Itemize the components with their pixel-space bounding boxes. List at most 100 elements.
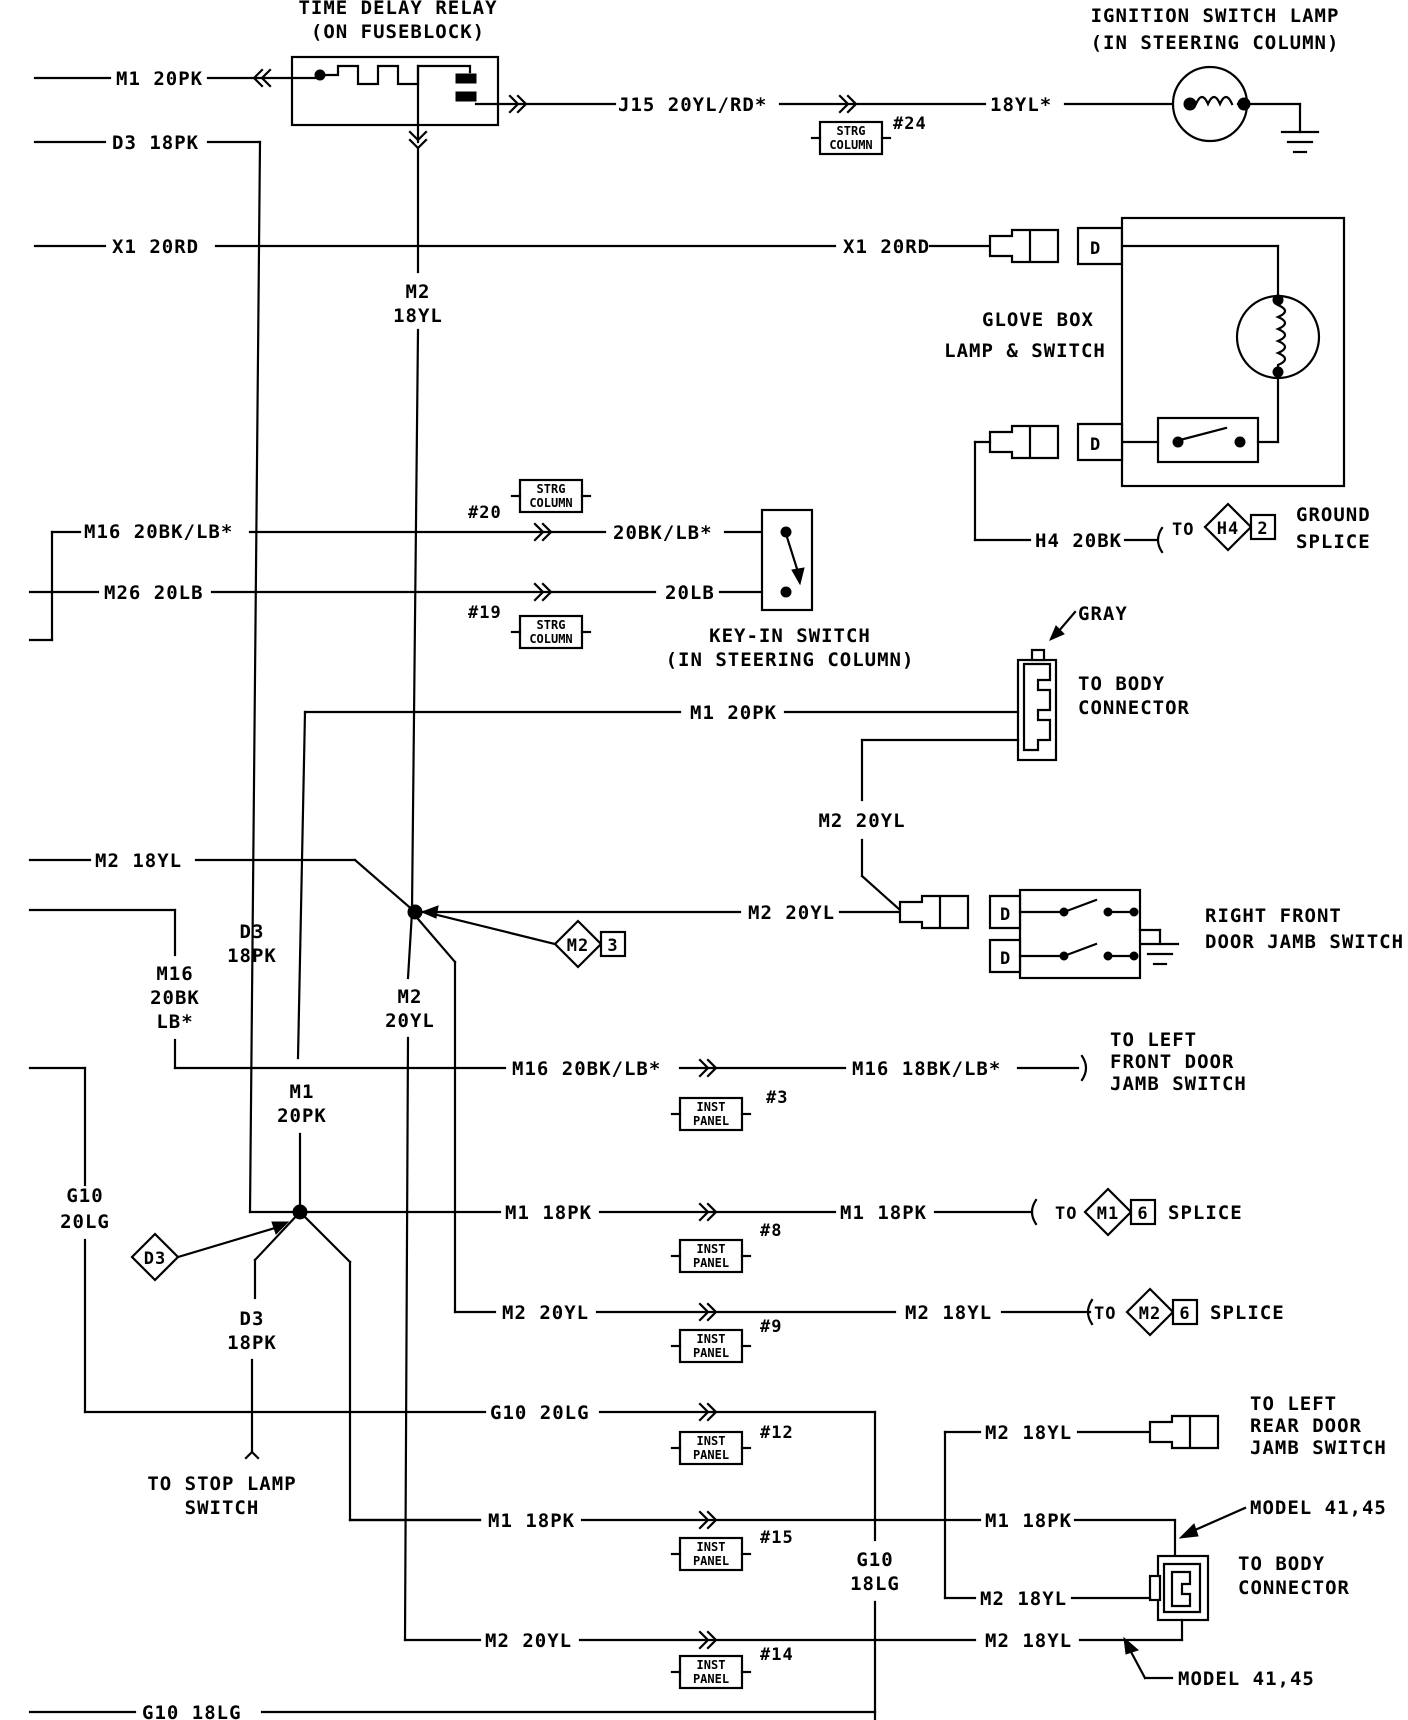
svg-text:CONNECTOR: CONNECTOR: [1238, 1577, 1350, 1599]
svg-text:DOOR JAMB SWITCH: DOOR JAMB SWITCH: [1205, 931, 1404, 953]
svg-text:G10: G10: [856, 1549, 893, 1571]
conn-id-8: #8: [760, 1221, 782, 1241]
svg-text:KEY-IN SWITCH: KEY-IN SWITCH: [709, 625, 871, 647]
svg-text:M2: M2: [398, 986, 423, 1008]
connector-inst-panel-15: INST PANEL #15: [670, 1528, 793, 1572]
svg-text:PANEL: PANEL: [693, 1114, 729, 1128]
svg-text:M2: M2: [1139, 1304, 1161, 1324]
svg-text:COLUMN: COLUMN: [829, 138, 872, 152]
svg-text:TO LEFT: TO LEFT: [1110, 1029, 1197, 1051]
wire-20lb: 20LB: [665, 582, 715, 604]
wire-g10-20lg-h: G10 20LG: [490, 1402, 590, 1424]
wire-m2-18yl-left: M2 18YL: [95, 850, 182, 872]
wire-g10-18lg-left: G10 18LG: [142, 1702, 242, 1720]
svg-text:D: D: [1090, 435, 1101, 455]
svg-text:TO: TO: [1094, 1304, 1116, 1324]
svg-text:INST: INST: [697, 1658, 726, 1672]
svg-text:6: 6: [1137, 1204, 1148, 1224]
svg-text:20LG: 20LG: [60, 1211, 110, 1233]
svg-text:(IN STEERING COLUMN): (IN STEERING COLUMN): [1091, 32, 1340, 54]
wire-m16-20bk-lb-left: M16 20BK/LB*: [84, 521, 233, 543]
conn-id-24: #24: [893, 114, 927, 134]
wire-m1-18pk-a: M1 18PK: [505, 1202, 592, 1224]
body-connector-bottom: TO BODY CONNECTOR: [1148, 1553, 1350, 1622]
svg-text:LB*: LB*: [156, 1011, 193, 1033]
wire-m2-20yl-a: M2 20YL: [502, 1302, 589, 1324]
right-front-door-jamb-switch: D D RIGHT FRONT DOOR JAMB SWITCH: [988, 888, 1404, 980]
wire-m2-18yl-vert-1: M2: [406, 281, 431, 303]
svg-text:STRG: STRG: [537, 618, 566, 632]
svg-text:M2: M2: [567, 936, 589, 956]
svg-text:PANEL: PANEL: [693, 1346, 729, 1360]
svg-text:INST: INST: [697, 1332, 726, 1346]
svg-text:D3: D3: [144, 1249, 166, 1269]
wire-m2-18yl-a: M2 18YL: [905, 1302, 992, 1324]
splice-tag-h4-2: H4 2: [1203, 502, 1277, 552]
svg-text:G10: G10: [66, 1185, 103, 1207]
svg-text:6: 6: [1179, 1304, 1190, 1324]
relay-location: (ON FUSEBLOCK): [311, 21, 485, 43]
conn-id-14: #14: [760, 1645, 794, 1665]
svg-text:PANEL: PANEL: [693, 1672, 729, 1686]
svg-text:GLOVE BOX: GLOVE BOX: [982, 309, 1094, 331]
svg-text:M1: M1: [290, 1081, 315, 1103]
wire-m16-20bk-mid: M16 20BK/LB*: [512, 1058, 661, 1080]
svg-text:COLUMN: COLUMN: [529, 632, 572, 646]
connector-strg-column-19: STRG COLUMN #19: [468, 603, 592, 650]
svg-text:INST: INST: [697, 1540, 726, 1554]
wire-18yl-star: 18YL*: [990, 94, 1052, 116]
svg-text:REAR DOOR: REAR DOOR: [1250, 1415, 1362, 1437]
svg-text:IGNITION SWITCH LAMP: IGNITION SWITCH LAMP: [1091, 5, 1340, 27]
svg-text:20YL: 20YL: [385, 1010, 435, 1032]
svg-text:D: D: [1090, 239, 1101, 259]
wire-x1-20rd-left: X1 20RD: [112, 236, 199, 258]
svg-text:D3: D3: [240, 1308, 265, 1330]
svg-text:CONNECTOR: CONNECTOR: [1078, 697, 1190, 719]
svg-text:3: 3: [607, 936, 618, 956]
svg-text:TO STOP LAMP: TO STOP LAMP: [147, 1473, 296, 1495]
wire-j15: J15 20YL/RD*: [618, 94, 767, 116]
svg-text:(IN STEERING COLUMN): (IN STEERING COLUMN): [666, 649, 915, 671]
wire-m2-18yl-b: M2 18YL: [985, 1630, 1072, 1652]
svg-text:SPLICE: SPLICE: [1168, 1202, 1243, 1224]
conn-id-19: #19: [468, 603, 502, 623]
svg-text:H4: H4: [1217, 519, 1239, 539]
svg-text:SPLICE: SPLICE: [1210, 1302, 1285, 1324]
connector-inst-panel-9: INST PANEL #9: [670, 1317, 782, 1364]
svg-text:STRG: STRG: [837, 124, 866, 138]
wire-m2-20yl-door: M2 20YL: [748, 902, 835, 924]
note-model-bottom: MODEL 41,45: [1178, 1668, 1315, 1690]
ground-splice-label-2: SPLICE: [1296, 531, 1371, 553]
body-connector-top: TO BODY CONNECTOR: [1016, 648, 1190, 762]
wire-h4: H4 20BK: [1035, 530, 1122, 552]
conn-id-20: #20: [468, 503, 502, 523]
svg-text:COLUMN: COLUMN: [529, 496, 572, 510]
splice-tag-m2-3: M2 3: [553, 919, 627, 969]
note-model-top: MODEL 41,45: [1250, 1497, 1387, 1519]
key-in-switch: KEY-IN SWITCH (IN STEERING COLUMN): [666, 508, 915, 671]
svg-text:JAMB SWITCH: JAMB SWITCH: [1250, 1437, 1387, 1459]
svg-text:D: D: [1000, 905, 1011, 925]
svg-text:20PK: 20PK: [277, 1105, 327, 1127]
conn-id-12: #12: [760, 1423, 794, 1443]
svg-text:TO: TO: [1055, 1204, 1077, 1224]
wire-m2-18yl-rear: M2 18YL: [985, 1422, 1072, 1444]
relay-title: TIME DELAY RELAY: [298, 0, 497, 19]
svg-text:D3: D3: [240, 921, 265, 943]
svg-text:20BK: 20BK: [150, 987, 200, 1009]
wire-m1-18pk-b: M1 18PK: [840, 1202, 927, 1224]
svg-text:PANEL: PANEL: [693, 1448, 729, 1462]
svg-text:PANEL: PANEL: [693, 1256, 729, 1270]
wire-m2-20yl-vert: M2 20YL: [818, 810, 905, 832]
glove-box-lamp-switch: GLOVE BOX LAMP & SWITCH D: [944, 216, 1346, 488]
svg-text:18LG: 18LG: [850, 1573, 900, 1595]
svg-text:STRG: STRG: [537, 482, 566, 496]
svg-text:SWITCH: SWITCH: [185, 1497, 260, 1519]
wire-m16-18bk: M16 18BK/LB*: [852, 1058, 1001, 1080]
conn-id-9: #9: [760, 1317, 782, 1337]
splice-tag-m2-6: M2 6: [1125, 1287, 1199, 1337]
svg-text:INST: INST: [697, 1100, 726, 1114]
splice-tag-m1-6: M1 6: [1083, 1187, 1157, 1237]
svg-text:D: D: [1000, 949, 1011, 969]
